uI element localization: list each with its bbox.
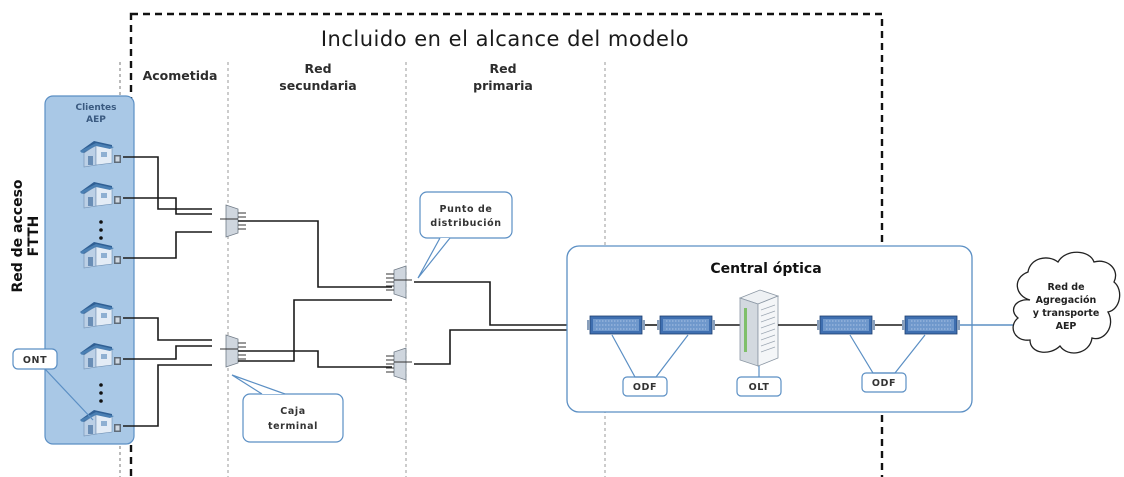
odf-left-label: ODF [633,382,657,393]
cloud-text-2: Agregación [1036,295,1097,306]
splitter-icon [385,265,413,299]
ellipsis-dots [99,220,103,403]
odf-left-pointer [611,334,689,378]
distribution-point-callout [419,191,513,239]
odf-rack-icon [656,315,716,335]
olt-server-icon [738,289,780,367]
terminal-box-label-2: terminal [268,421,318,432]
distribution-point-label-2: distribución [430,218,501,229]
olt-label: OLT [749,382,770,393]
cloud-text-4: AEP [1056,321,1077,332]
access-side-label-2: FTTH [26,216,42,257]
ont-pointer [44,368,94,421]
cloud-text-3: y transporte [1033,308,1100,319]
scope-title: Incluido en el alcance del modelo [321,27,689,51]
primary-wires [414,281,578,365]
zone-label-acometida: Acometida [143,68,218,83]
clients-label-2: AEP [86,115,106,125]
odf-rack-icon [901,315,961,335]
terminal-box-label-1: Caja [280,406,305,417]
odf-rack-icon [816,315,876,335]
odf-right-pointer [849,334,926,374]
zone-label-secundaria-1: Red [304,61,331,76]
splitter-icon [385,347,413,381]
odf-rack-icon [586,315,646,335]
distribution-point-pointer [417,237,451,279]
zone-label-primaria-1: Red [489,61,516,76]
central-optica-title: Central óptica [710,261,821,277]
secondary-wires [238,220,392,368]
drop-wires-upper [123,156,212,427]
access-side-label-1: Red de acceso [10,179,26,292]
clients-label-1: Clientes [75,103,116,113]
ont-label: ONT [23,355,47,366]
terminal-box-callout [242,393,344,443]
cloud-text-1: Red de [1047,282,1084,293]
ont-callout [12,348,58,370]
distribution-point-label-1: Punto de [440,204,493,215]
zone-label-primaria-2: primaria [473,78,533,93]
access-side-label: Red de acceso FTTH [10,179,42,292]
zone-label-secundaria-2: secundaria [279,78,356,93]
terminal-box-pointer [231,374,286,395]
cloud-shape [1012,251,1121,354]
odf-right-label: ODF [872,378,896,389]
